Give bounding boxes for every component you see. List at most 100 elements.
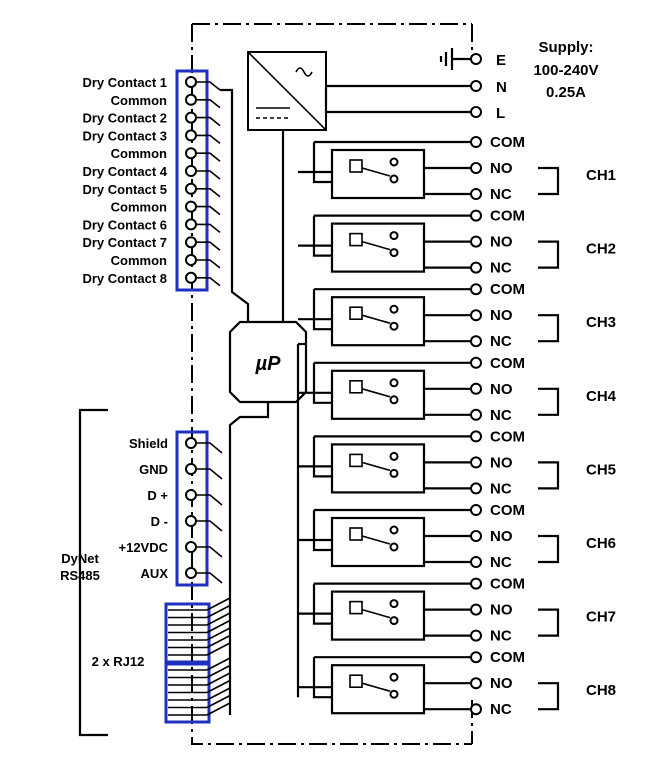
- power-terminal[interactable]: [470, 80, 482, 92]
- dynet-terminal[interactable]: [185, 463, 197, 475]
- dry-contact-terminal[interactable]: [185, 111, 197, 124]
- dry-contact-wire: [196, 241, 221, 251]
- relay-terminal[interactable]: [470, 556, 482, 568]
- dynet-terminal[interactable]: [185, 541, 197, 553]
- dry-contact-terminal[interactable]: [185, 147, 197, 160]
- rj12-wire: [206, 694, 231, 709]
- supply-voltage: 100-240V: [533, 62, 598, 79]
- relay-terminal[interactable]: [470, 209, 482, 222]
- relay-terminal[interactable]: [470, 188, 482, 200]
- relay-terminal[interactable]: [470, 603, 482, 616]
- relay-terminal[interactable]: [470, 136, 482, 148]
- relay-contact: [389, 248, 399, 258]
- relay-terminal[interactable]: [470, 261, 482, 274]
- dynet-terminal[interactable]: [185, 567, 197, 579]
- relay-terminal[interactable]: [470, 577, 482, 590]
- channel-name: CH2: [586, 241, 616, 258]
- relay-body: [330, 222, 426, 273]
- relay-terminal[interactable]: [470, 703, 482, 716]
- dry-contact-terminal[interactable]: [185, 218, 197, 231]
- relay-coil: [349, 674, 363, 689]
- supply-current: 0.25A: [546, 84, 586, 101]
- relay-terminal[interactable]: [470, 408, 482, 421]
- dry-contact-wire: [196, 81, 221, 91]
- no-label: NO: [490, 602, 513, 619]
- dry-contact-terminal[interactable]: [185, 254, 197, 266]
- dry-contact-terminal[interactable]: [185, 271, 197, 284]
- dry-contact-terminal[interactable]: [185, 182, 197, 195]
- dry-contact-label: Common: [111, 200, 167, 215]
- rj12-wire: [206, 634, 231, 649]
- relay-switch-arm: [361, 240, 391, 251]
- channel-name: CH3: [586, 314, 616, 331]
- rj12-wire: [206, 627, 231, 641]
- dynet-terminal-label: GND: [139, 462, 168, 477]
- dry-contact-terminal[interactable]: [185, 200, 197, 213]
- rj12-label: 2 x RJ12: [92, 654, 145, 669]
- dry-contact-terminal[interactable]: [185, 93, 197, 106]
- dry-contact-label: Dry Contact 3: [82, 128, 167, 143]
- channel-bracket: [538, 608, 560, 637]
- relay-switch-arm: [361, 535, 391, 545]
- relay-terminal[interactable]: [470, 456, 482, 469]
- rj12-wire: [206, 664, 231, 679]
- no-label: NO: [490, 234, 513, 251]
- relay-terminal[interactable]: [470, 482, 482, 495]
- power-terminal[interactable]: [470, 53, 482, 65]
- relay-coil: [349, 600, 363, 615]
- channel-name: CH4: [586, 388, 617, 405]
- dry-contact-terminal[interactable]: [185, 165, 197, 177]
- nc-label: NC: [490, 701, 512, 718]
- dynet-bus: [228, 402, 270, 715]
- dynet-wire: [196, 494, 223, 506]
- relay-terminal[interactable]: [470, 335, 482, 348]
- power-terminal[interactable]: [470, 106, 482, 118]
- relay-terminal[interactable]: [470, 382, 482, 395]
- com-label: COM: [490, 355, 525, 372]
- dry-contact-label: Dry Contact 8: [82, 271, 167, 286]
- relay-channel-7: [298, 577, 560, 642]
- relay-terminal[interactable]: [470, 504, 482, 516]
- relay-switch-arm: [361, 608, 391, 619]
- relay-contact: [389, 542, 399, 552]
- relay-terminal[interactable]: [470, 309, 482, 322]
- relay-contact: [389, 395, 399, 405]
- dynet-terminal[interactable]: [185, 437, 197, 449]
- dry-contact-terminal[interactable]: [185, 76, 197, 88]
- com-label: COM: [490, 428, 525, 445]
- left-terminal-group: [175, 69, 270, 715]
- dynet-wire: [196, 546, 223, 558]
- relay-terminal[interactable]: [470, 530, 482, 542]
- relay-contact: [389, 451, 399, 461]
- relay-terminal[interactable]: [470, 677, 482, 690]
- nc-label: NC: [490, 260, 512, 277]
- relay-terminal[interactable]: [470, 283, 482, 296]
- relay-terminal[interactable]: [470, 651, 482, 664]
- nc-label: NC: [490, 407, 512, 424]
- dry-contact-terminal[interactable]: [185, 236, 197, 249]
- no-label: NO: [490, 454, 513, 471]
- dry-contact-terminal[interactable]: [185, 129, 197, 142]
- relay-body: [330, 296, 426, 347]
- relay-terminal[interactable]: [470, 430, 482, 443]
- no-label: NO: [490, 160, 513, 177]
- dynet-terminal[interactable]: [185, 515, 197, 527]
- relay-terminal[interactable]: [470, 162, 482, 174]
- com-label: COM: [490, 502, 525, 519]
- dry-contact-label: Dry Contact 5: [82, 182, 167, 197]
- processor-label: µP: [255, 353, 282, 375]
- relay-terminal[interactable]: [470, 356, 482, 369]
- rj12-wire: [206, 604, 231, 619]
- relay-terminal[interactable]: [470, 235, 482, 248]
- relay-terminal[interactable]: [470, 629, 482, 642]
- channel-name: CH6: [586, 535, 616, 552]
- nc-label: NC: [490, 186, 512, 203]
- relay-channel-4: [298, 356, 560, 421]
- channel-bracket: [538, 240, 560, 269]
- relay-switch-arm: [361, 167, 391, 177]
- terminal-label-l: L: [496, 105, 505, 122]
- relay-contact: [389, 672, 399, 682]
- dynet-terminal[interactable]: [185, 489, 197, 501]
- relay-contact: [389, 157, 399, 167]
- relay-body: [330, 590, 426, 641]
